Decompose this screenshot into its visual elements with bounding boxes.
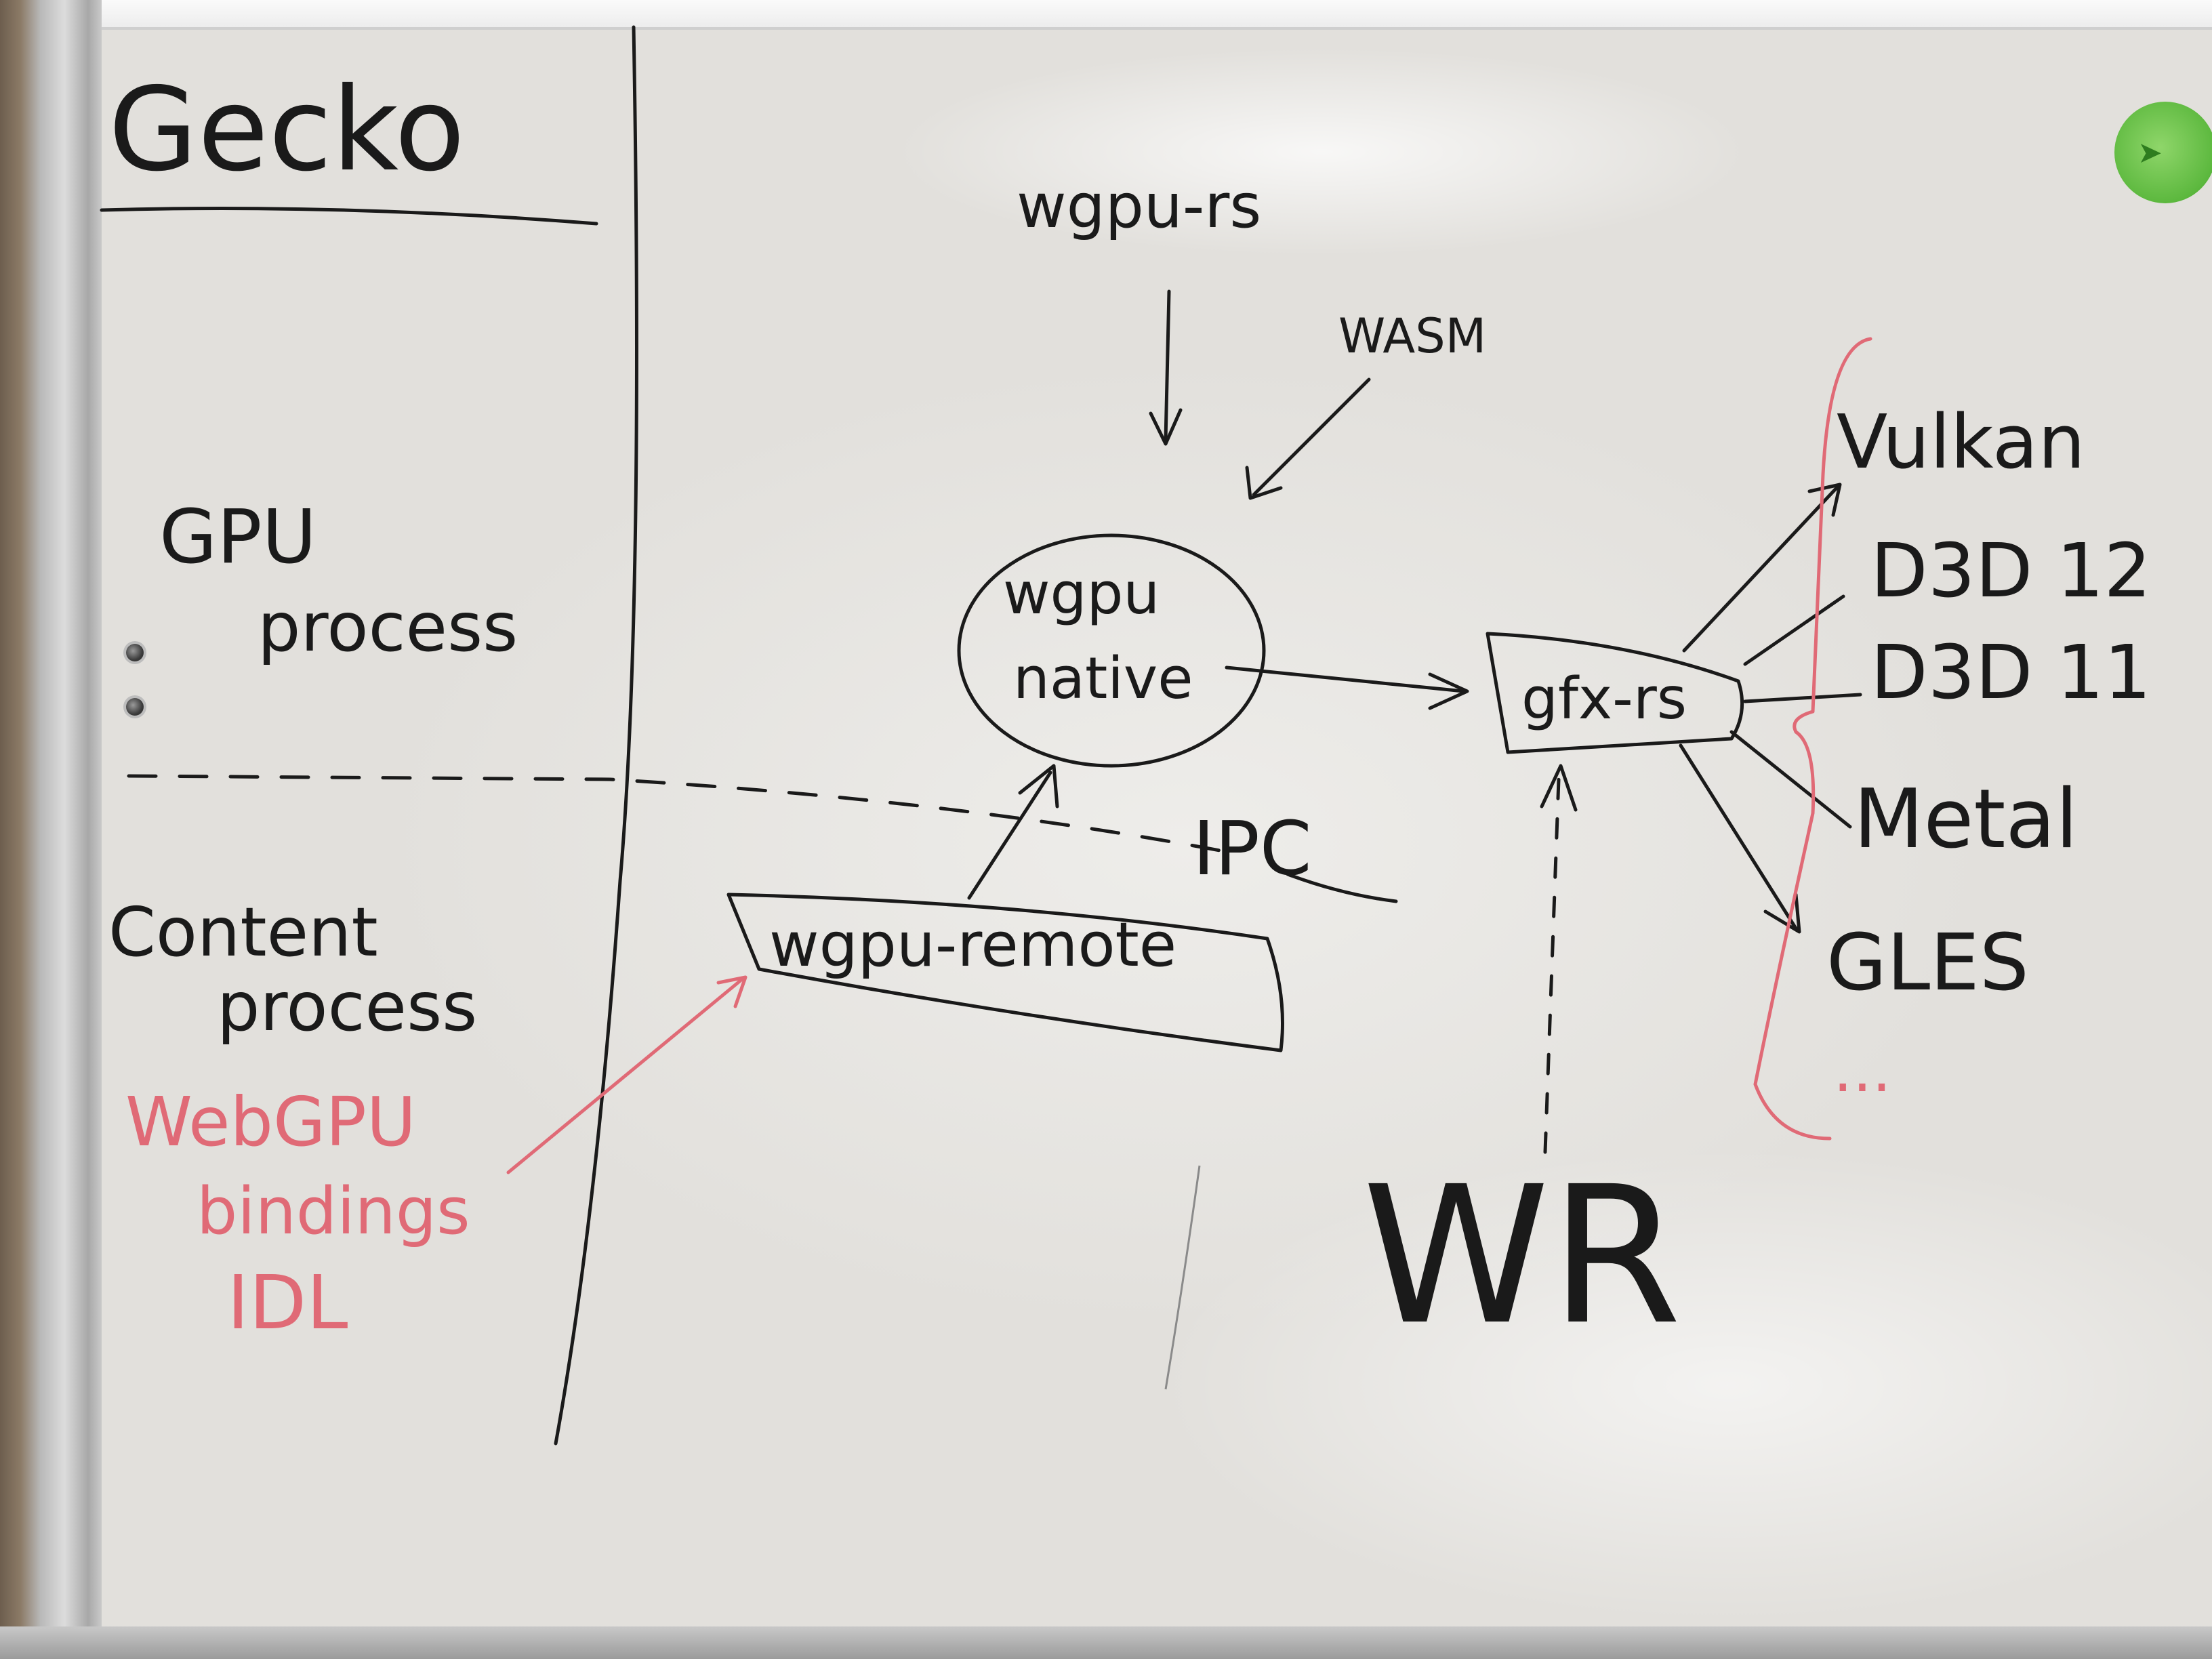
backend-vulkan: Vulkan [1837,398,2085,485]
arrow-to-metal [1729,730,1852,829]
sticker-icon: ➤ [2114,102,2212,203]
backend-gles: GLES [1826,918,2029,1008]
wgpu-native-node [957,533,1266,768]
webgpu-label: WebGPU [125,1082,416,1162]
wgpu-native-label-1: wgpu [1003,560,1160,628]
ipc-underline [1286,872,1398,903]
wr-label: WR [1362,1146,1681,1367]
gpu-process-label-1: GPU [159,493,316,580]
wgpu-remote-label: wgpu-remote [769,909,1176,981]
erased-line [1164,1165,1201,1390]
wasm-label: WASM [1338,308,1486,364]
wasm-arrow [1252,377,1371,497]
remote-to-native-arrowhead [1018,764,1059,808]
content-process-label-2: process [217,967,477,1046]
backend-brace [1753,337,1872,1141]
gfx-rs-node [1486,632,1744,754]
wgpu-native-label-2: native [1013,645,1193,712]
bindings-arrowhead [716,975,747,1008]
whiteboard-frame-left [0,0,102,1659]
arrow-to-gles [1679,743,1798,930]
gecko-underline [100,207,598,226]
wasm-arrowhead [1245,466,1283,500]
wgpu-rs-label: wgpu-rs [1017,171,1261,242]
wr-to-gfx-arrowhead [1540,764,1578,812]
backend-more: ... [1833,1035,1891,1106]
backend-d3d12: D3D 12 [1870,527,2151,614]
magnet-icon [126,644,144,661]
native-to-gfx-arrowhead [1428,672,1469,710]
remote-to-native-arrow [967,771,1052,900]
arrow-to-vulkan [1682,486,1839,653]
bindings-label: bindings [197,1174,470,1249]
wgpu-remote-node [726,893,1284,1052]
idl-label: IDL [227,1259,348,1346]
bindings-arrow [506,977,744,1174]
backend-metal: Metal [1853,773,2078,867]
wr-to-gfx-arrow [1543,777,1561,1154]
wgpu-rs-arrow [1164,289,1171,443]
content-process-label-1: Content [108,893,378,972]
ipc-boundary-line [127,774,1222,853]
wgpu-rs-arrowhead [1149,408,1183,446]
magnet-icon [126,698,144,716]
gfx-rs-label: gfx-rs [1521,665,1687,733]
whiteboard-surface [102,27,2212,1636]
arrow-to-d3d11 [1743,693,1862,703]
gpu-process-label-2: process [258,588,518,667]
backend-d3d11: D3D 11 [1870,629,2151,716]
arrowhead-gles [1763,893,1801,934]
ipc-label: IPC [1193,805,1312,892]
vertical-divider [554,25,638,1446]
arrow-to-d3d12 [1743,594,1845,666]
arrowhead-vulkan [1807,483,1842,517]
gecko-title: Gecko [108,63,465,197]
native-to-gfx-arrow [1225,665,1466,693]
whiteboard-frame-bottom [0,1626,2212,1659]
